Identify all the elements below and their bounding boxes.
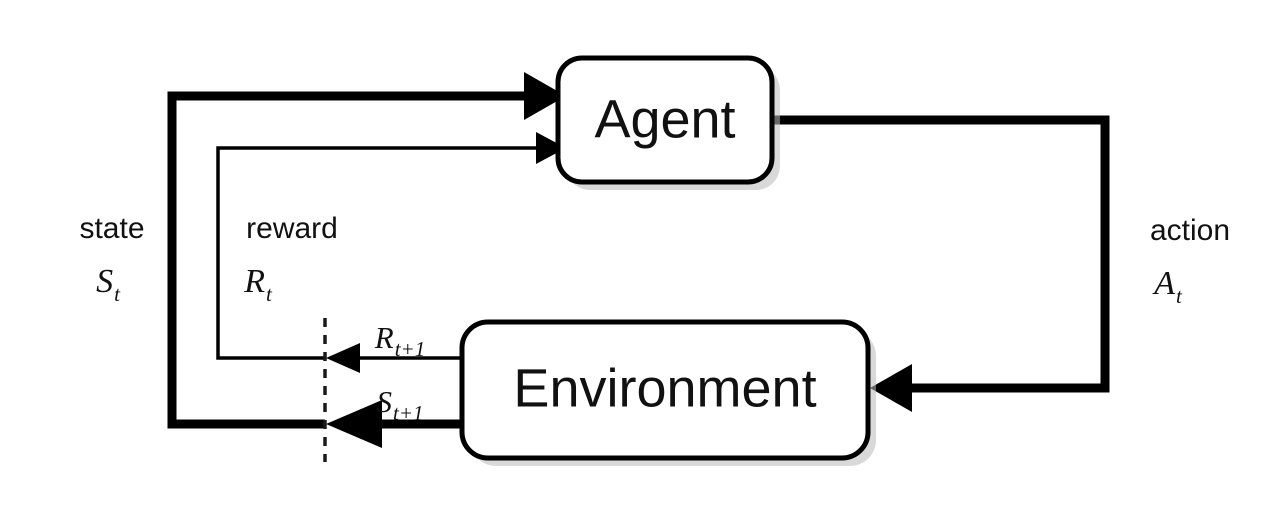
state-next-symbol-base: S: [376, 384, 392, 419]
node-agent[interactable]: Agent: [555, 55, 780, 190]
agent-box[interactable]: [555, 55, 775, 185]
label-reward: reward Rt: [243, 212, 338, 306]
state-symbol-subscript: t: [114, 282, 121, 306]
action-symbol-base: A: [1152, 265, 1175, 302]
state-next-symbol-subscript: t+1: [393, 401, 424, 425]
action-symbol-subscript: t: [1176, 284, 1183, 308]
reward-label-symbol: Rt: [243, 263, 273, 306]
node-environment[interactable]: Environment: [459, 319, 876, 466]
label-reward-next: Rt+1: [374, 320, 425, 361]
reward-symbol-subscript: t: [266, 282, 273, 306]
edge-state-next: [326, 400, 462, 448]
state-up-arrowhead: [524, 72, 566, 120]
environment-label: Environment: [513, 358, 816, 418]
state-label-word: state: [79, 212, 144, 245]
label-state-next: St+1: [376, 384, 423, 425]
reward-next-symbol-subscript: t+1: [395, 337, 426, 361]
state-next-arrowhead: [326, 400, 382, 448]
edge-state-up: [167, 72, 566, 429]
reward-up-arrowhead: [536, 132, 566, 164]
action-label-symbol: At: [1152, 265, 1183, 308]
label-state: state St: [79, 212, 144, 306]
state-symbol-base: S: [96, 263, 113, 300]
reward-up-line: [216, 146, 536, 360]
reward-label-word: reward: [246, 212, 338, 245]
edge-reward-up: [216, 132, 566, 360]
environment-box[interactable]: [459, 319, 871, 461]
reward-next-arrowhead: [326, 343, 360, 373]
label-action: action At: [1150, 214, 1230, 308]
reward-symbol-base: R: [243, 263, 265, 300]
action-down-arrowhead: [870, 364, 912, 412]
agent-label: Agent: [594, 89, 735, 149]
edge-reward-next: [326, 343, 462, 373]
reward-next-symbol-base: R: [374, 320, 394, 355]
action-down-line: [772, 115, 1110, 393]
state-up-line: [167, 91, 524, 429]
action-label-word: action: [1150, 214, 1230, 247]
edge-action-down: [772, 115, 1110, 412]
state-label-symbol: St: [96, 263, 121, 306]
